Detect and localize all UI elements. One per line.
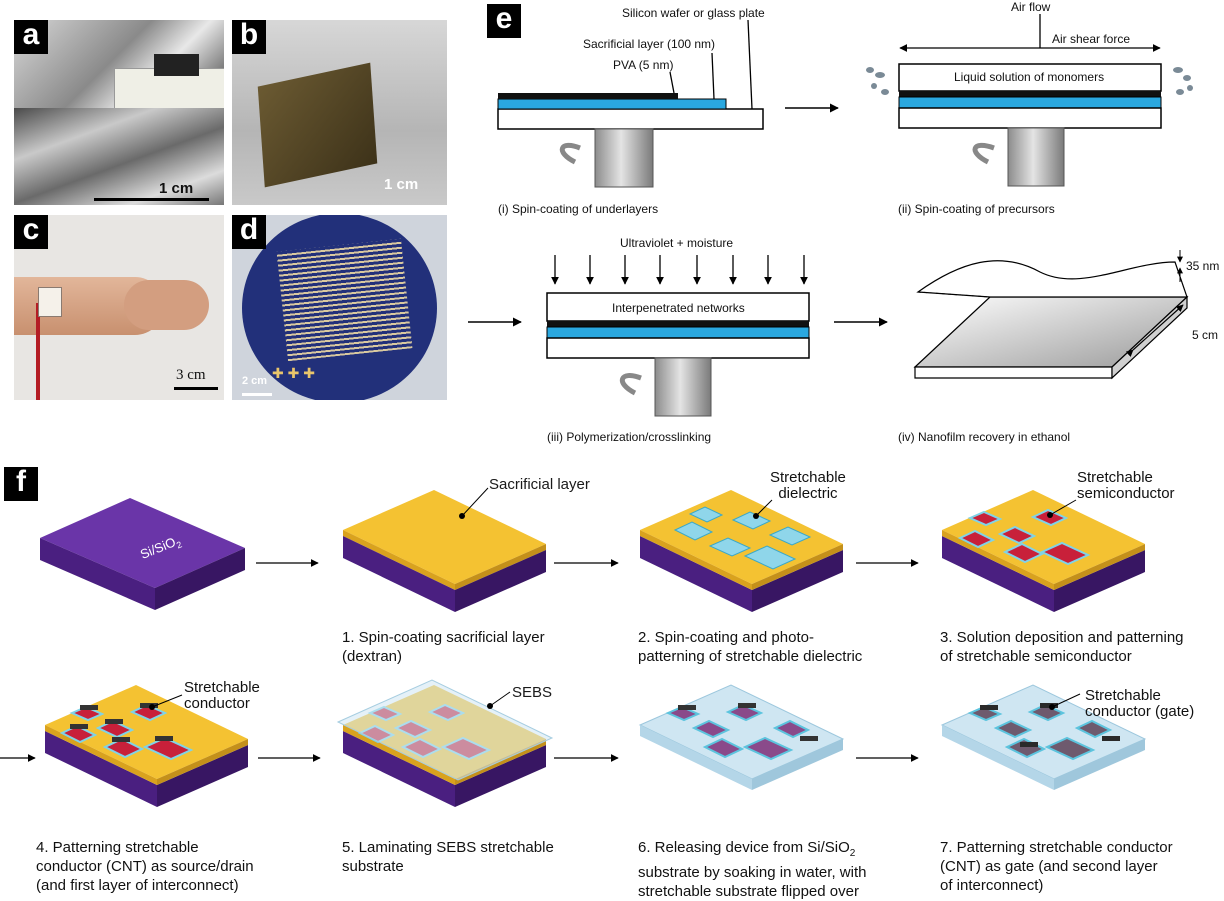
- step3-substrate: [546, 337, 810, 359]
- label-silicon-wafer: Silicon wafer or glass plate: [622, 6, 765, 20]
- label-pva: PVA (5 nm): [613, 58, 674, 72]
- block-step3: [942, 490, 1145, 612]
- panel-label-b: b: [232, 20, 266, 54]
- scale-label-b: 1 cm: [384, 176, 419, 193]
- step1-rotation-arrow: [560, 142, 581, 165]
- label-monomer-layer: Liquid solution of monomers: [954, 70, 1105, 84]
- panel-label-f: f: [4, 467, 38, 501]
- step2-spindle: [1007, 127, 1065, 187]
- droplets-right: [1173, 67, 1193, 95]
- photo-c: 3 cm: [14, 215, 224, 400]
- scale-bar-d: [242, 393, 272, 396]
- step1-substrate: [497, 108, 764, 130]
- label-sacrificial-layer: Sacrificial layer (100 nm): [583, 37, 716, 51]
- panel-label-e: e: [487, 4, 521, 38]
- width-arrow: [1125, 304, 1184, 358]
- caption-step1: (i) Spin-coating of underlayers: [498, 202, 659, 216]
- step1-diagram: [497, 19, 839, 188]
- step1-sacrificial-layer: [497, 98, 727, 110]
- hand: [124, 280, 209, 330]
- wire: [36, 303, 40, 400]
- contact-pads: ✚ ✚ ✚: [272, 365, 315, 381]
- caption-step2: (ii) Spin-coating of precursors: [898, 202, 1055, 216]
- step1-leader-sacrificial: [711, 52, 715, 100]
- panel-label-a: a: [14, 20, 48, 54]
- step4-plate-top: [913, 296, 1189, 368]
- panel-label-d: d: [232, 215, 266, 249]
- label-air-shear: Air shear force: [1052, 32, 1131, 46]
- step1-spindle: [594, 128, 654, 188]
- panel-label-c: c: [14, 215, 48, 249]
- label-width: 5 cm: [1192, 328, 1219, 342]
- callout-sebs: SEBS: [512, 684, 553, 701]
- block-step4: [45, 685, 248, 807]
- step2-rotation-arrow: [972, 142, 995, 165]
- photo-d: ✚ ✚ ✚ 2 cm: [232, 215, 447, 400]
- block-step5: [336, 679, 554, 807]
- uv-arrows: [551, 255, 808, 285]
- step4-nanofilm-edge: [917, 291, 991, 298]
- step2-dark-layer: [899, 91, 1161, 97]
- step3-blue-layer: [546, 326, 810, 339]
- step-caption-7: 7. Patterning stretchable conductor(CNT)…: [940, 839, 1173, 894]
- block-step1: [343, 487, 546, 612]
- step2-blue-layer: [898, 96, 1162, 109]
- caption-step3: (iii) Polymerization/crosslinking: [547, 430, 712, 444]
- photo-b: 1 cm: [232, 20, 447, 205]
- step1-leader-wafer: [747, 19, 753, 110]
- sebs-layer: [336, 679, 554, 781]
- label-air-flow: Air flow: [1011, 0, 1051, 14]
- block-step6: [638, 684, 845, 790]
- step2-substrate: [898, 107, 1162, 129]
- step4-diagram: [913, 250, 1189, 380]
- label-thickness: 35 nm: [1186, 259, 1220, 273]
- sample-holder: [154, 54, 199, 76]
- caption-step4: (iv) Nanofilm recovery in ethanol: [898, 430, 1071, 444]
- panel-e-diagram: [468, 14, 1193, 417]
- scale-label-a: 1 cm: [159, 180, 194, 197]
- block-step2: [640, 490, 843, 612]
- step2-monomer-layer: [898, 63, 1162, 92]
- scale-bar-a: [94, 198, 209, 201]
- step1-leader-pva: [669, 71, 675, 94]
- step4-nanofilm: [916, 260, 1188, 298]
- label-network-layer: Interpenetrated networks: [612, 301, 745, 315]
- scale-label-c: 3 cm: [176, 367, 206, 383]
- step3-diagram: [468, 255, 888, 417]
- scale-label-d: 2 cm: [242, 375, 268, 387]
- step-caption-1: 1. Spin-coating sacrificial layer(dextra…: [342, 629, 545, 665]
- block-substrate: [40, 498, 245, 610]
- foil-film: [14, 108, 224, 205]
- callout-sacrificial: Sacrificial layer: [489, 476, 590, 493]
- droplets-left: [866, 67, 889, 95]
- scale-bar-c: [174, 387, 218, 390]
- step-caption-2: 2. Spin-coating and photo-patterning of …: [638, 629, 863, 665]
- label-uv: Ultraviolet + moisture: [620, 236, 734, 250]
- photo-a: 1 cm: [14, 20, 224, 205]
- block-step7: [940, 684, 1147, 790]
- step3-rotation-arrow: [620, 373, 642, 396]
- flow-arrows: [0, 559, 919, 762]
- step2-diagram: [866, 14, 1193, 187]
- step3-spindle: [654, 357, 712, 417]
- step4-plate-front: [914, 366, 1113, 379]
- step3-network-layer: [546, 292, 810, 322]
- step3-dark-layer: [547, 321, 809, 327]
- step1-pva-layer: [498, 93, 678, 99]
- panel-f-diagram: [0, 487, 1147, 807]
- sensor-patch: [38, 287, 62, 317]
